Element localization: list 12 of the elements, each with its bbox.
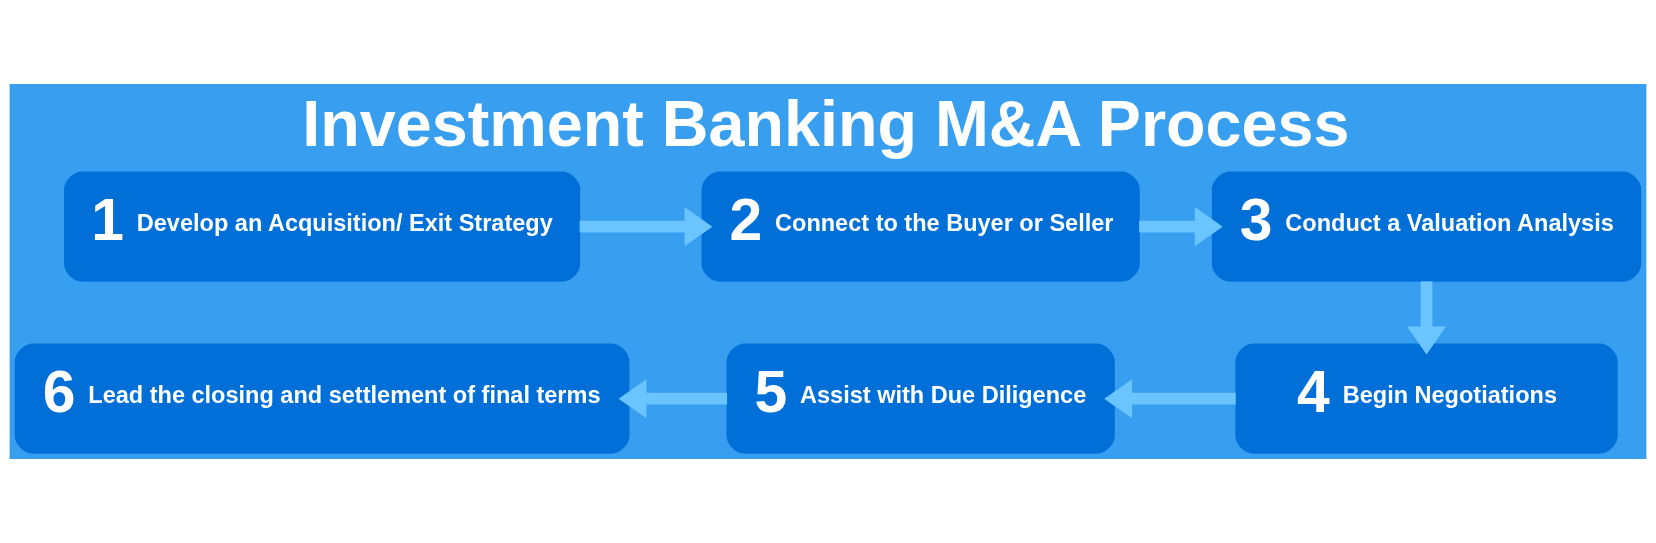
arrow [618,379,728,419]
arrow [1139,207,1223,247]
node-box: 3 Conduct a Valuation Analysis [1211,171,1642,282]
arrow [1407,281,1447,355]
diagram-title: Investment Banking M&A Process [302,87,1350,161]
node-box: 4 Begin Negotiations [1235,343,1618,454]
node-box: 2 Connect to the Buyer or Seller [701,171,1140,282]
arrow [579,207,713,247]
node-box: 5 Assist with Due Diligence [726,343,1115,454]
node-box: 6 Lead the closing and settlement of final terms [14,343,630,454]
arrow [1104,379,1236,419]
node-box: 1 Develop an Acquisition/ Exit Strategy [64,171,581,282]
